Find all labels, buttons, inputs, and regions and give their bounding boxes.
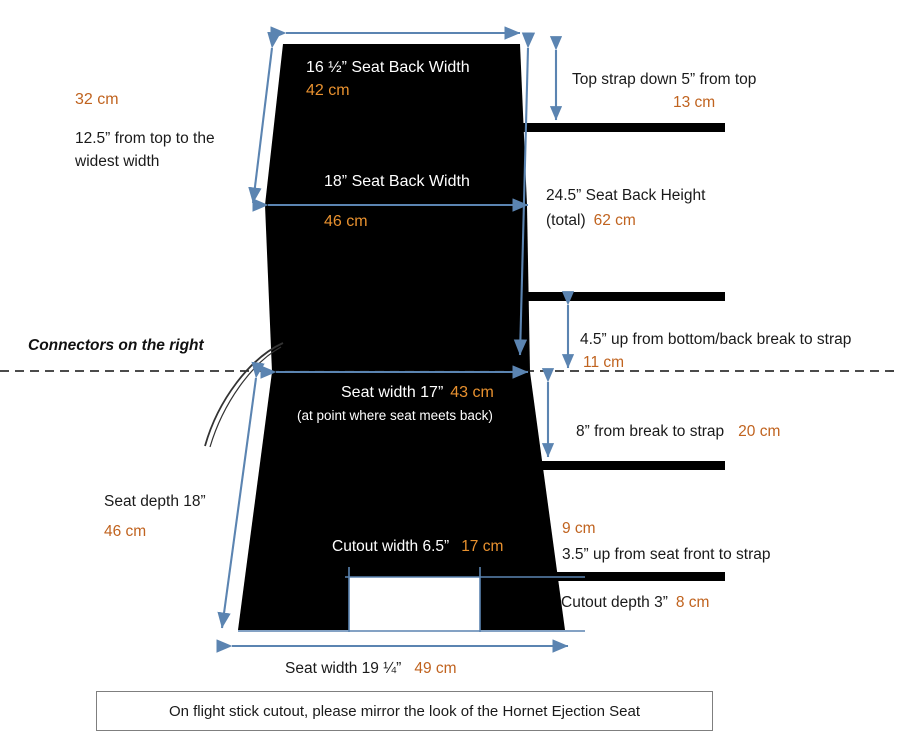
label-back-width-top-inches: 16 ½” Seat Back Width (306, 59, 470, 76)
label-seat-width-at-break: Seat width 17” 43 cm (341, 383, 494, 403)
label-back-height-total-prefix: (total) (546, 212, 586, 229)
label-break-up-strap-inches: 4.5” up from bottom/back break to strap (580, 331, 852, 348)
label-break-up-strap-cm: 11 cm (583, 354, 625, 371)
strap-bar-bottom (551, 572, 725, 581)
strap-bar-top (516, 123, 725, 132)
label-cutout-depth-inches: Cutout depth 3” (561, 594, 668, 611)
label-seat-front-strap-inches: 3.5” up from seat front to strap (562, 546, 771, 563)
label-seat-front-strap-cm: 9 cm (562, 520, 596, 537)
label-cutout-width: Cutout width 6.5” 17 cm (332, 538, 503, 557)
dim-seat-depth (217, 361, 265, 629)
label-seat-width-front: Seat width 19 ¼” 49 cm (285, 660, 457, 679)
label-seat-width-at-break-sub: (at point where seat meets back) (297, 408, 493, 423)
label-seat-width-at-break-inches: Seat width 17” (341, 384, 444, 401)
label-cutout-width-cm: 17 cm (461, 538, 504, 555)
strap-bar-second (519, 292, 725, 301)
label-cutout-width-inches: Cutout width 6.5” (332, 538, 450, 555)
flight-stick-cutout (349, 577, 480, 630)
dim-seat-back-height (513, 32, 536, 356)
label-seat-width-front-cm: 49 cm (414, 660, 457, 677)
label-top-to-widest-inches-line2: widest width (75, 153, 160, 170)
label-break-to-strap-inches: 8” from break to strap (576, 423, 725, 440)
strap-bar-third (535, 461, 725, 470)
label-seat-depth-cm: 46 cm (104, 523, 147, 540)
label-break-to-strap: 8” from break to strap 20 cm (576, 423, 780, 442)
label-cutout-depth: Cutout depth 3” 8 cm (561, 594, 709, 613)
label-back-width-widest-inches: 18” Seat Back Width (324, 173, 470, 190)
dim-top-to-widest (248, 31, 281, 204)
label-back-height-total: (total) 62 cm (546, 212, 636, 231)
label-top-to-widest-cm: 32 cm (75, 91, 119, 108)
bottom-note-text: On flight stick cutout, please mirror th… (168, 702, 641, 720)
bottom-note-box: On flight stick cutout, please mirror th… (96, 691, 713, 731)
label-back-width-top-cm: 42 cm (306, 82, 350, 99)
label-break-to-strap-cm: 20 cm (738, 423, 781, 440)
label-top-strap-cm: 13 cm (673, 94, 716, 111)
label-back-height-inches: 24.5” Seat Back Height (546, 187, 706, 204)
label-seat-width-at-break-cm: 43 cm (450, 384, 494, 401)
seat-pan-shape (238, 372, 565, 630)
label-top-strap-inches: Top strap down 5” from top (572, 71, 757, 88)
label-seat-depth-inches: Seat depth 18” (104, 493, 206, 510)
label-connectors-note: Connectors on the right (28, 337, 204, 354)
label-top-to-widest-inches-line1: 12.5” from top to the (75, 130, 215, 147)
label-seat-width-front-inches: Seat width 19 ¼” (285, 660, 402, 677)
label-back-width-widest-cm: 46 cm (324, 213, 368, 230)
label-back-height-cm: 62 cm (593, 212, 636, 229)
label-cutout-depth-cm: 8 cm (675, 594, 710, 611)
seat-back-shape (265, 44, 530, 372)
